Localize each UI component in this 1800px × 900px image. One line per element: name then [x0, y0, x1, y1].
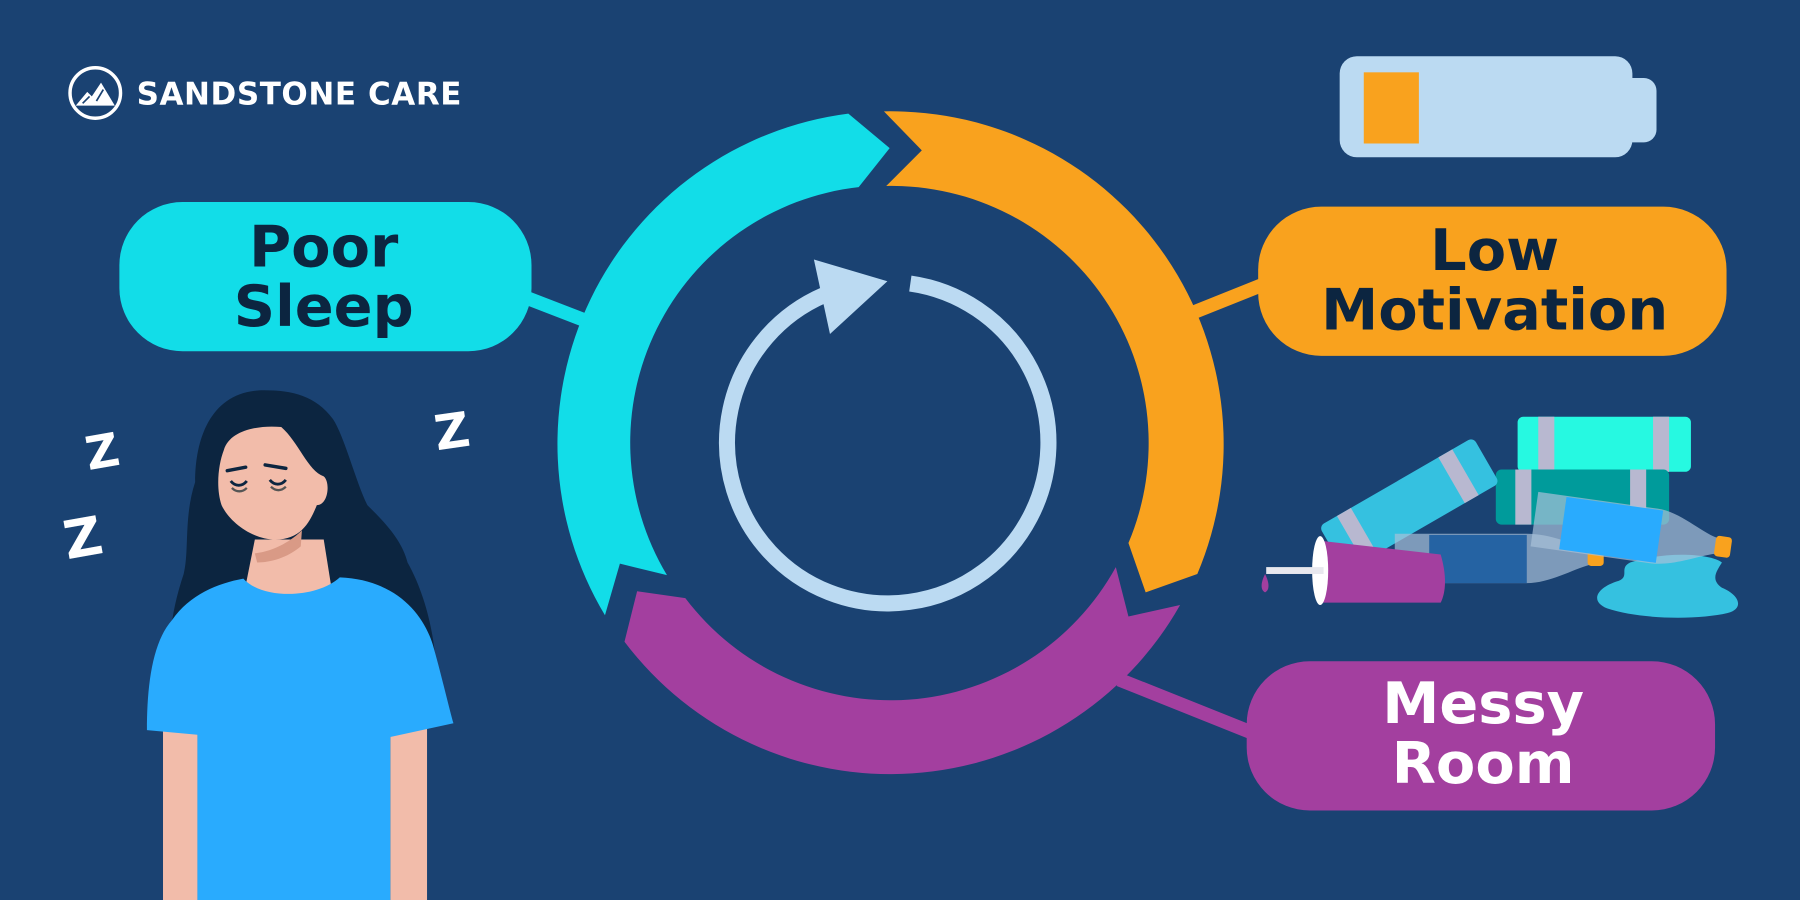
label-low-motivation: Low Motivation	[1258, 206, 1727, 356]
connector-poor-sleep	[519, 289, 591, 328]
spill-puddle	[1597, 554, 1739, 618]
battery-level	[1363, 72, 1419, 144]
low-battery-icon	[1339, 56, 1657, 158]
cycle-segment-poor-sleep	[557, 113, 890, 616]
sleepy-woman-illustration	[146, 390, 454, 900]
z-icon: Z	[431, 402, 473, 462]
cycle-segment-messy-room	[624, 567, 1181, 775]
label-poor-sleep-line2: Sleep	[234, 273, 414, 340]
arm-left	[163, 711, 198, 900]
label-low-motivation-line1: Low	[1430, 217, 1559, 284]
label-poor-sleep: Poor Sleep	[119, 202, 532, 352]
connector-low-motivation	[1191, 276, 1272, 319]
bottle-tilted	[1530, 491, 1732, 564]
messy-clutter-illustration	[1261, 416, 1739, 618]
cycle-segment-low-motivation	[883, 111, 1224, 593]
label-messy-room: Messy Room	[1246, 661, 1716, 811]
label-messy-room-line1: Messy	[1382, 670, 1584, 737]
mountain-circle-icon	[68, 66, 123, 120]
brand-name: SANDSTONE CARE	[137, 76, 462, 112]
label-messy-room-line2: Room	[1392, 730, 1575, 797]
spilled-cup	[1261, 536, 1445, 605]
label-low-motivation-line2: Motivation	[1321, 276, 1668, 343]
book-top	[1517, 416, 1691, 472]
brand-logo: SANDSTONE CARE	[68, 66, 462, 120]
connector-messy-room	[1116, 673, 1260, 742]
refresh-cycle-icon	[718, 259, 1057, 612]
label-poor-sleep-line1: Poor	[249, 213, 399, 280]
arm-right	[390, 711, 428, 900]
shirt	[146, 577, 454, 900]
